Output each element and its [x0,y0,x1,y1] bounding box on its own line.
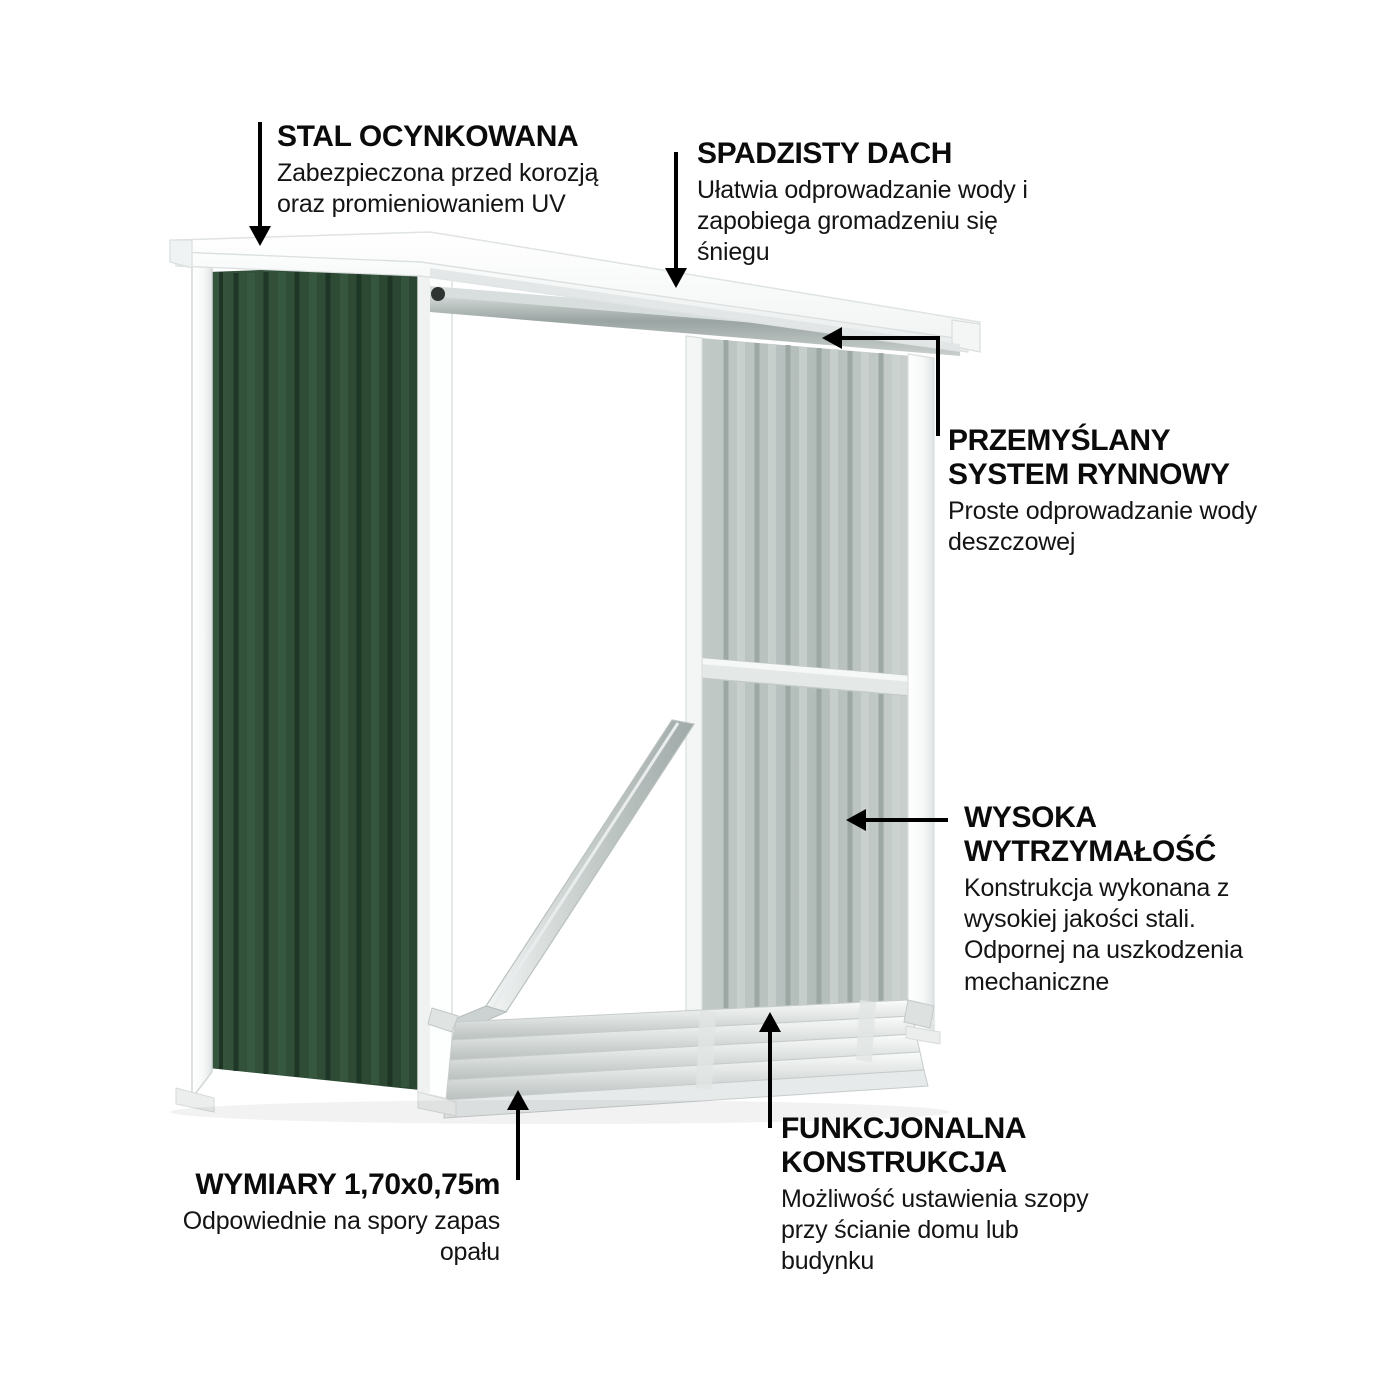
left-front-post [191,261,213,1101]
leader-line-system-rynnowy-horizontal [840,336,940,340]
arrow-up-icon-funkcjonalna-konstrukcja [759,1012,781,1032]
callout-stal-ocynkowana: STAL OCYNKOWANA Zabezpieczona przed koro… [277,120,697,220]
leader-line-wysoka-wytrzymalosc [866,818,948,822]
callout-spadzisty-dach: SPADZISTY DACH Ułatwia odprowadzanie wod… [697,137,1097,269]
callout-body: Możliwość ustawienia szopy przy ścianie … [781,1184,1089,1276]
leader-line-wymiary [516,1108,520,1180]
callout-title: WYMIARY 1,70x0,75m [195,1168,500,1201]
callout-body: Konstrukcja wykonana z wysokiej jakości … [964,873,1243,996]
callout-title: PRZEMYŚLANY SYSTEM RYNNOWY [948,424,1230,491]
base-feet [175,1025,941,1117]
arrow-up-icon-wymiary [507,1090,529,1110]
arrow-left-icon-wysoka-wytrzymalosc [846,809,866,831]
callout-body: Ułatwia odprowadzanie wody i zapobiega g… [697,175,1028,267]
leader-line-system-rynnowy-vertical [936,336,940,436]
base-floor-slats [443,999,938,1119]
callout-title: WYSOKA WYTRZYMAŁOŚĆ [964,801,1216,868]
callout-body: Odpowiednie na spory zapas opału [182,1206,500,1267]
back-wall-panel [699,338,913,1030]
callout-title: SPADZISTY DACH [697,137,952,170]
arrow-left-icon-system-rynnowy [822,327,842,349]
left-rear-post [417,263,453,1101]
leader-line-spadzisty-dach [674,152,678,272]
back-wall-left-post [685,335,703,1015]
callout-funkcjonalna-konstrukcja: FUNKCJONALNA KONSTRUKCJA Możliwość ustaw… [781,1112,1181,1278]
callout-body: Proste odprowadzanie wody deszczowej [948,496,1258,557]
arrow-down-icon-spadzisty-dach [665,268,687,288]
callout-system-rynnowy: PRZEMYŚLANY SYSTEM RYNNOWY Proste odprow… [948,424,1348,558]
leader-line-stal-ocynkowana [258,122,262,230]
callout-wysoka-wytrzymalosc: WYSOKA WYTRZYMAŁOŚĆ Konstrukcja wykonana… [964,801,1364,998]
leader-line-funkcjonalna-konstrukcja [768,1030,772,1128]
arrow-down-icon-stal-ocynkowana [249,226,271,246]
callout-body: Zabezpieczona przed korozją oraz promien… [277,158,599,219]
diagonal-brace [427,719,695,1033]
green-side-panel [208,264,420,1090]
callout-wymiary: WYMIARY 1,70x0,75m Odpowiednie na spory … [100,1168,501,1268]
callout-title: STAL OCYNKOWANA [277,120,579,153]
callout-title: FUNKCJONALNA KONSTRUKCJA [781,1112,1027,1179]
right-rear-post [907,353,935,1037]
